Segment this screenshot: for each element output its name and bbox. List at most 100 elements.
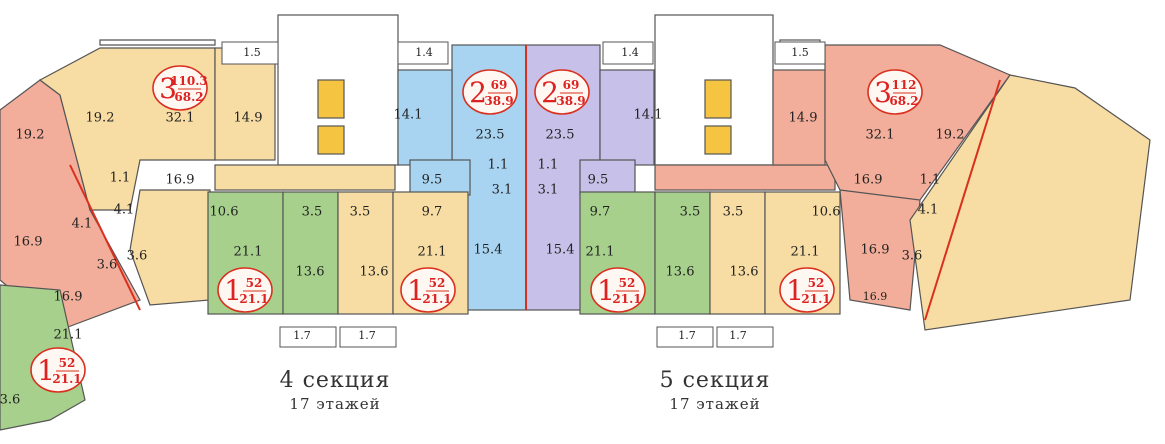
badge-living-area: 21.1 bbox=[801, 292, 830, 306]
apt-2room-a-hall bbox=[409, 159, 471, 196]
room-area-label: 19.2 bbox=[16, 128, 45, 143]
apt-1room-4b-b bbox=[337, 191, 394, 315]
room-area-label: 10.6 bbox=[210, 205, 239, 220]
room-area-label: 13.6 bbox=[666, 265, 695, 280]
apt-1room-5b-b bbox=[709, 191, 766, 315]
room-area-label: 32.1 bbox=[166, 111, 195, 126]
section-dividers bbox=[69, 45, 1001, 321]
badge-ring bbox=[30, 347, 86, 393]
badge-ring bbox=[534, 69, 590, 115]
room-area-label: 3.6 bbox=[902, 249, 923, 264]
divider-right bbox=[924, 79, 1001, 321]
balcony-2 bbox=[397, 41, 449, 65]
badge-total-area: 110.3 bbox=[170, 74, 208, 88]
apt-2room-b-kitchen bbox=[599, 69, 655, 166]
badge-living-area: 21.1 bbox=[422, 292, 451, 306]
badge-ring bbox=[779, 267, 835, 313]
section-caption-5: 5 секция 17 этажей bbox=[635, 368, 795, 413]
badge-rooms: 2 bbox=[469, 76, 487, 109]
badge-living-area: 21.1 bbox=[239, 292, 268, 306]
elevator-5b bbox=[704, 125, 732, 155]
balcony-6 bbox=[339, 326, 397, 348]
badge-living-area: 21.1 bbox=[612, 292, 641, 306]
room-area-label: 21.1 bbox=[418, 245, 447, 260]
right-wing bbox=[779, 39, 1151, 331]
badge-total-area: 69 bbox=[491, 78, 508, 92]
room-area-label: 4.1 bbox=[72, 217, 93, 232]
room-area-label: 1.4 bbox=[415, 46, 433, 59]
room-area-label: 1.1 bbox=[488, 158, 509, 173]
room-area-label: 21.1 bbox=[234, 245, 263, 260]
balcony-7 bbox=[656, 326, 714, 348]
room-area-label: 1.5 bbox=[791, 46, 809, 59]
badge-ring bbox=[400, 267, 456, 313]
room-area-label: 3.5 bbox=[302, 205, 323, 220]
corridor-4 bbox=[214, 164, 396, 191]
section-caption-4: 4 секция 17 этажей bbox=[255, 368, 415, 413]
badge-total-area: 69 bbox=[563, 78, 580, 92]
badge-living-area: 21.1 bbox=[52, 372, 81, 386]
badge-rooms: 3 bbox=[874, 76, 892, 109]
room-area-label: 19.2 bbox=[936, 128, 965, 143]
room-area-label: 9.7 bbox=[590, 205, 611, 220]
balcony-4 bbox=[774, 41, 826, 65]
room-area-label: 9.5 bbox=[422, 173, 443, 188]
apartment-badge: 1 52 21.1 bbox=[400, 267, 456, 313]
room-area-label: 3.5 bbox=[680, 205, 701, 220]
apt-2room-b-hall bbox=[579, 159, 636, 196]
room-area-label: 1.1 bbox=[110, 171, 131, 186]
badge-ring bbox=[152, 65, 208, 111]
section-title: 4 секция bbox=[279, 368, 391, 393]
apt-1room-4a-b bbox=[282, 191, 339, 315]
room-area-label: 3.5 bbox=[350, 205, 371, 220]
section-title: 5 секция bbox=[659, 368, 771, 393]
room-area-label: 1.4 bbox=[621, 46, 639, 59]
room-area-label: 15.4 bbox=[474, 243, 503, 258]
room-area-label: 21.1 bbox=[791, 245, 820, 260]
badge-ring bbox=[217, 267, 273, 313]
badge-total-area: 52 bbox=[59, 356, 76, 370]
room-area-label: 14.9 bbox=[789, 111, 818, 126]
room-area-label: 3.6 bbox=[127, 249, 148, 264]
balcony-1 bbox=[221, 41, 279, 65]
room-area-label: 32.1 bbox=[866, 128, 895, 143]
elevator-4a bbox=[317, 79, 345, 119]
room-area-label: 1.5 bbox=[243, 46, 261, 59]
badge-total-area: 52 bbox=[808, 276, 825, 290]
balcony-3 bbox=[602, 41, 654, 65]
balcony-left-1 bbox=[99, 39, 216, 46]
apartment-badge: 1 52 21.1 bbox=[30, 347, 86, 393]
room-area-label: 4.1 bbox=[918, 203, 939, 218]
apt-1room-5a-b bbox=[654, 191, 711, 315]
room-area-label: 21.1 bbox=[586, 245, 615, 260]
badge-rooms: 1 bbox=[37, 354, 55, 387]
room-area-label: 13.6 bbox=[360, 265, 389, 280]
elevator-4b bbox=[317, 125, 345, 155]
room-area-label: 16.9 bbox=[166, 173, 195, 188]
apt-3room-right-b bbox=[839, 189, 921, 311]
room-area-label: 1.7 bbox=[678, 329, 696, 342]
badge-rooms: 1 bbox=[407, 274, 425, 307]
room-area-label: 3.1 bbox=[492, 183, 513, 198]
apt-right-c bbox=[909, 74, 1151, 331]
room-area-label: 1.1 bbox=[920, 173, 941, 188]
section-4 bbox=[207, 14, 527, 315]
apt-left-middle bbox=[129, 189, 211, 306]
room-area-label: 15.4 bbox=[546, 243, 575, 258]
room-area-label: 19.2 bbox=[86, 111, 115, 126]
room-area-label: 3.6 bbox=[97, 258, 118, 273]
room-area-label: 14.9 bbox=[234, 111, 263, 126]
badge-rooms: 1 bbox=[224, 274, 242, 307]
badge-rooms: 1 bbox=[597, 274, 615, 307]
badge-ring bbox=[867, 69, 923, 115]
badge-total-area: 52 bbox=[429, 276, 446, 290]
room-area-label: 3.5 bbox=[723, 205, 744, 220]
room-32 bbox=[214, 47, 276, 161]
